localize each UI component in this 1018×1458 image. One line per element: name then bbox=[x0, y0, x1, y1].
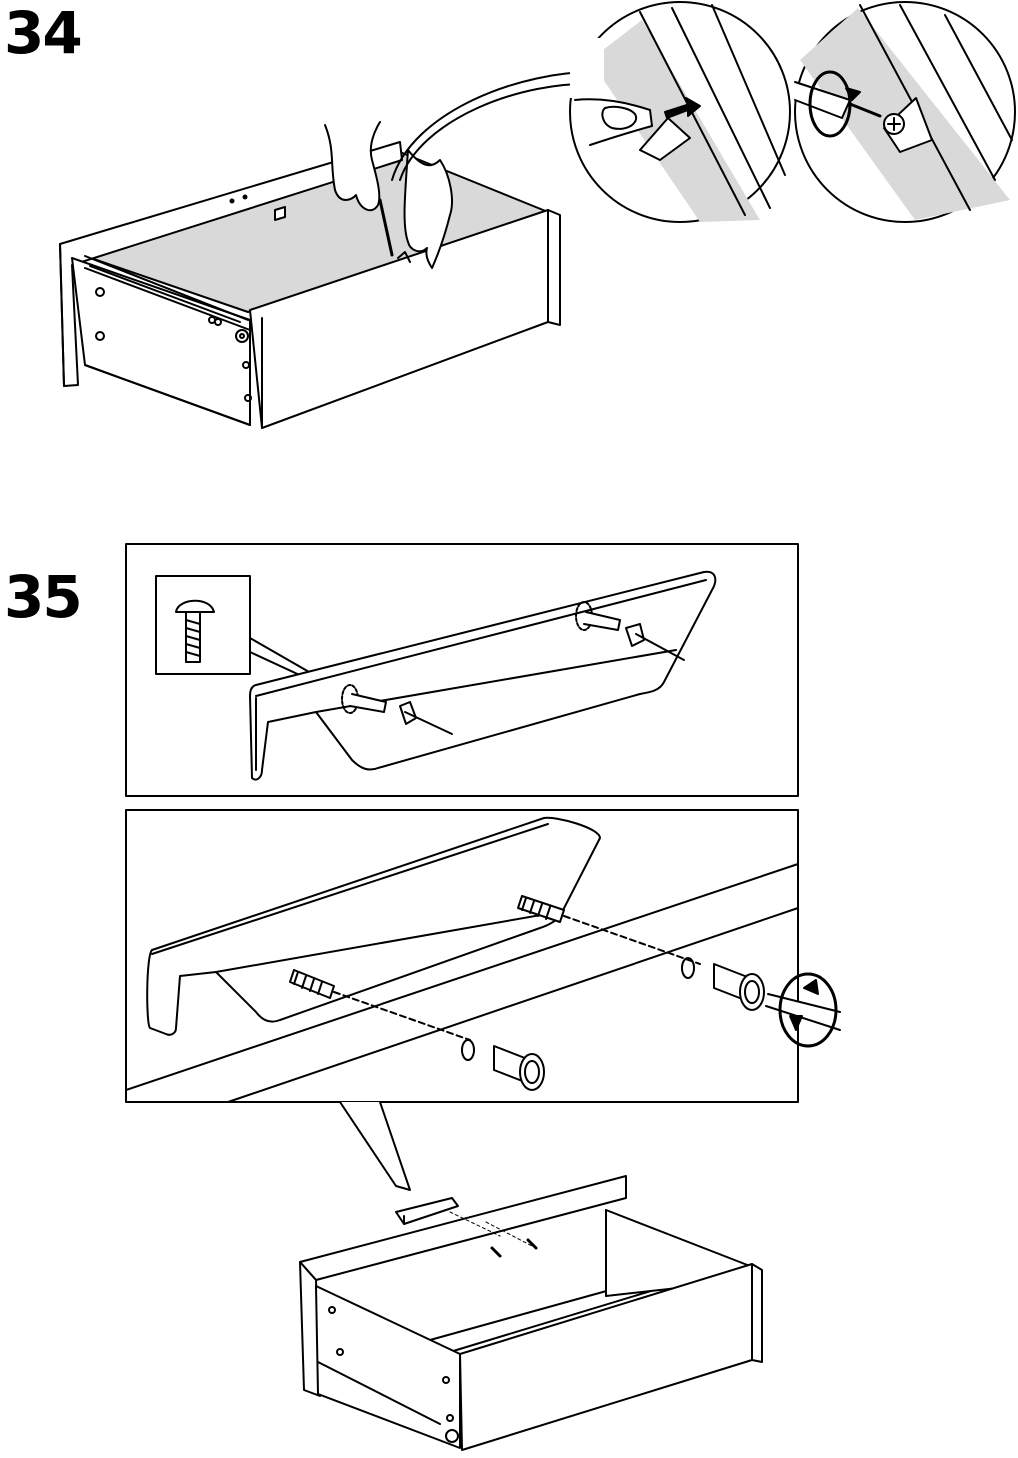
screw-in-bracket-magnifier-icon bbox=[795, 2, 1015, 222]
drawer-hands-screwdriver-illustration-icon bbox=[60, 122, 560, 428]
callout-pointer-icon bbox=[340, 1102, 410, 1190]
push-bracket-magnifier-icon bbox=[570, 2, 790, 222]
open-drawer-with-handle-icon bbox=[300, 1176, 762, 1450]
